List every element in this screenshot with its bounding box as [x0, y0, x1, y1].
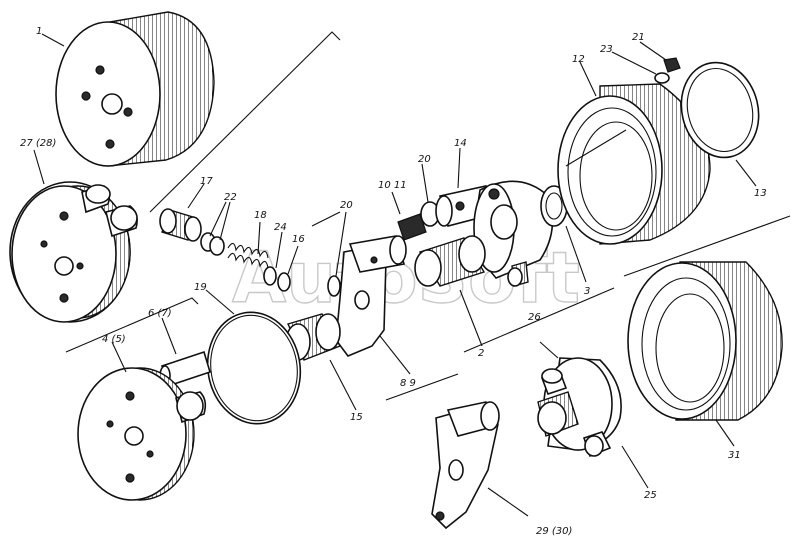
leader-lines — [33, 33, 757, 517]
label-20-left: 20 — [340, 200, 353, 211]
label-6-7: 6 (7) — [148, 308, 172, 319]
part-21-plug — [663, 57, 681, 73]
label-19: 19 — [194, 282, 207, 293]
label-2: 2 — [478, 348, 484, 359]
label-14: 14 — [454, 138, 467, 149]
part-29-30-lever — [431, 401, 500, 530]
label-21: 21 — [632, 32, 645, 43]
label-15: 15 — [350, 412, 363, 423]
label-18: 18 — [254, 210, 267, 221]
part-31-housing — [627, 261, 783, 421]
label-31: 31 — [728, 450, 741, 461]
part-27-flange — [9, 181, 138, 323]
label-1: 1 — [36, 26, 42, 37]
part-24-ring — [263, 266, 277, 286]
part-13-seal-ring — [680, 61, 760, 159]
part-16-ring — [277, 272, 291, 292]
part-17-sleeve — [159, 208, 202, 242]
part-25-flange-hub — [537, 357, 622, 458]
rotor-body — [473, 180, 554, 287]
label-25: 25 — [644, 490, 657, 501]
label-26: 26 — [528, 312, 541, 323]
label-8-9: 8 9 — [400, 378, 416, 389]
part-22-rings — [200, 232, 225, 256]
label-27: 27 (28) — [20, 138, 56, 149]
part-4-5-flange — [77, 367, 207, 501]
part-10-11-pin — [397, 213, 427, 241]
label-13: 13 — [754, 188, 767, 199]
label-16: 16 — [292, 234, 305, 245]
label-12: 12 — [572, 54, 585, 65]
assembly-brackets — [65, 31, 791, 401]
label-17: 17 — [200, 176, 213, 187]
part-23-washer — [654, 72, 670, 84]
label-4-5: 4 (5) — [102, 334, 126, 345]
label-10-11: 10 11 — [378, 180, 407, 191]
part-8-9-lever — [335, 235, 407, 357]
label-23: 23 — [600, 44, 613, 55]
label-20-right: 20 — [418, 154, 431, 165]
label-3: 3 — [584, 286, 590, 297]
part-2-sleeve — [414, 235, 486, 287]
part-12-rotor-housing — [557, 83, 711, 245]
label-24: 24 — [274, 222, 287, 233]
label-29-30: 29 (30) — [536, 526, 572, 537]
part-1-housing-cover — [55, 11, 215, 167]
part-labels: 1 27 (28) 17 22 18 24 16 20 10 11 20 14 … — [20, 26, 767, 537]
part-18-spring — [227, 242, 269, 269]
label-22: 22 — [224, 192, 237, 203]
part-20-oring-left — [327, 275, 341, 297]
part-19-gasket — [206, 311, 302, 425]
